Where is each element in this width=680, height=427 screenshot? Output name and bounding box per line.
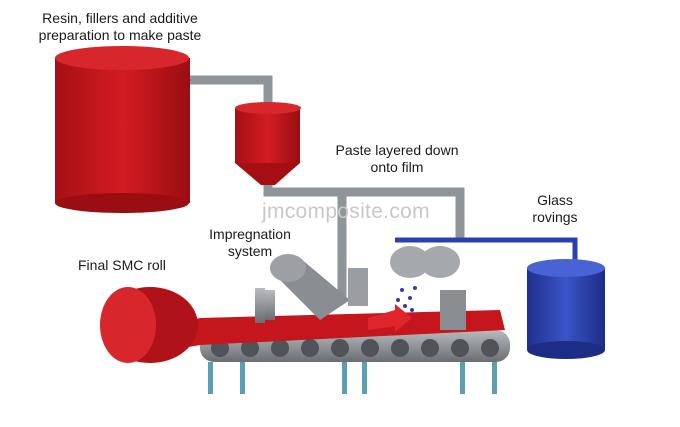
final-smc-roll (100, 287, 198, 363)
label-final-smc-roll: Final SMC roll (78, 257, 166, 273)
label-line: Resin, fillers and additive (42, 10, 198, 26)
label-resin-preparation: Resin, fillers and additive preparation … (0, 10, 240, 44)
roving-guide (395, 237, 578, 262)
label-line: Impregnation (209, 226, 291, 242)
roving-choppers (390, 246, 466, 330)
label-glass-rovings: Glass rovings (515, 192, 595, 226)
label-line: preparation to make paste (38, 27, 202, 43)
label-line: rovings (532, 209, 578, 225)
label-impregnation-system: Impregnation system (195, 226, 305, 260)
label-line: Paste layered down (335, 142, 459, 158)
glass-roving-bin (527, 259, 605, 359)
paste-hopper (235, 102, 301, 185)
paste-pipes (185, 75, 465, 300)
resin-tank (55, 46, 190, 213)
direction-arrow (368, 304, 412, 332)
label-line: onto film (370, 159, 424, 175)
watermark: jmcomposite.com (262, 200, 430, 223)
label-line: Glass (537, 192, 573, 208)
smc-sheet (150, 310, 505, 352)
impregnation-system (255, 254, 368, 323)
label-line: system (227, 243, 273, 259)
label-paste-layered: Paste layered down onto film (322, 142, 472, 176)
